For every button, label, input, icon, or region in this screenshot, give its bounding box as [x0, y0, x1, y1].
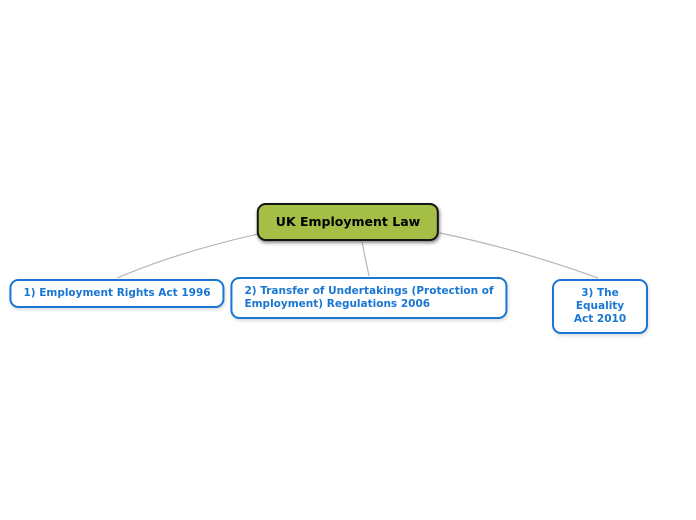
child-node-employment-rights-act[interactable]: 1) Employment Rights Act 1996 — [9, 279, 225, 308]
connector-root-to-child-3 — [439, 232, 599, 279]
connector-root-to-child-1 — [116, 233, 259, 279]
connector-root-to-child-2 — [361, 241, 370, 277]
child-node-equality-act[interactable]: 3) The Equality Act 2010 — [552, 279, 648, 334]
root-node-uk-employment-law[interactable]: UK Employment Law — [256, 203, 440, 241]
child-node-tupe-regulations[interactable]: 2) Transfer of Undertakings (Protection … — [230, 277, 508, 319]
